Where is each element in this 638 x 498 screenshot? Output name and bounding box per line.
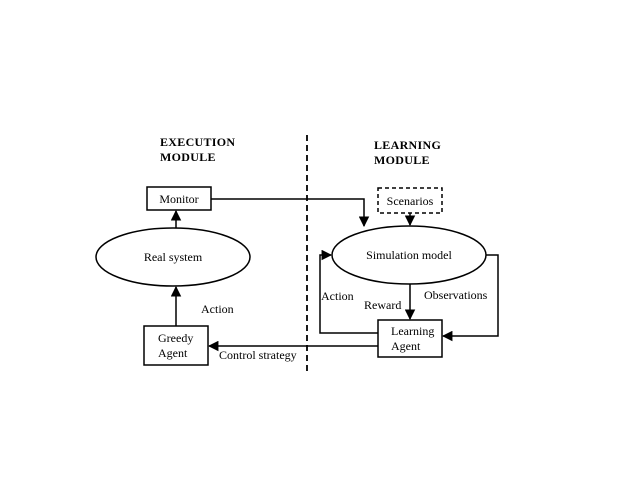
arrow-learning-action-loop bbox=[319, 249, 378, 334]
learning-module-heading-line2: MODULE bbox=[374, 153, 430, 167]
greedy-agent-label-line2: Agent bbox=[158, 346, 188, 360]
execution-module-heading-line1: EXECUTION bbox=[160, 135, 235, 149]
learning-module-heading-line1: LEARNING bbox=[374, 138, 441, 152]
reward-label: Reward bbox=[364, 298, 401, 312]
greedy-agent-label-line1: Greedy bbox=[158, 331, 193, 345]
monitor-label: Monitor bbox=[159, 192, 198, 206]
scenarios-label: Scenarios bbox=[387, 194, 434, 208]
scenarios-box bbox=[377, 187, 443, 214]
control-strategy-label: Control strategy bbox=[219, 348, 297, 362]
learning-agent-box bbox=[377, 319, 443, 358]
arrow-observations-loop bbox=[441, 254, 499, 342]
execution-module-heading-line2: MODULE bbox=[160, 150, 216, 164]
arrow-monitor-to-simulation bbox=[211, 198, 370, 228]
learning-agent-label-line2: Agent bbox=[391, 339, 421, 353]
action-label-left: Action bbox=[201, 302, 234, 316]
real-system-label: Real system bbox=[144, 250, 203, 264]
simulation-model-label: Simulation model bbox=[366, 248, 452, 262]
action-label-right: Action bbox=[321, 289, 354, 303]
learning-agent-label-line1: Learning bbox=[391, 324, 434, 338]
observations-label: Observations bbox=[424, 288, 488, 302]
